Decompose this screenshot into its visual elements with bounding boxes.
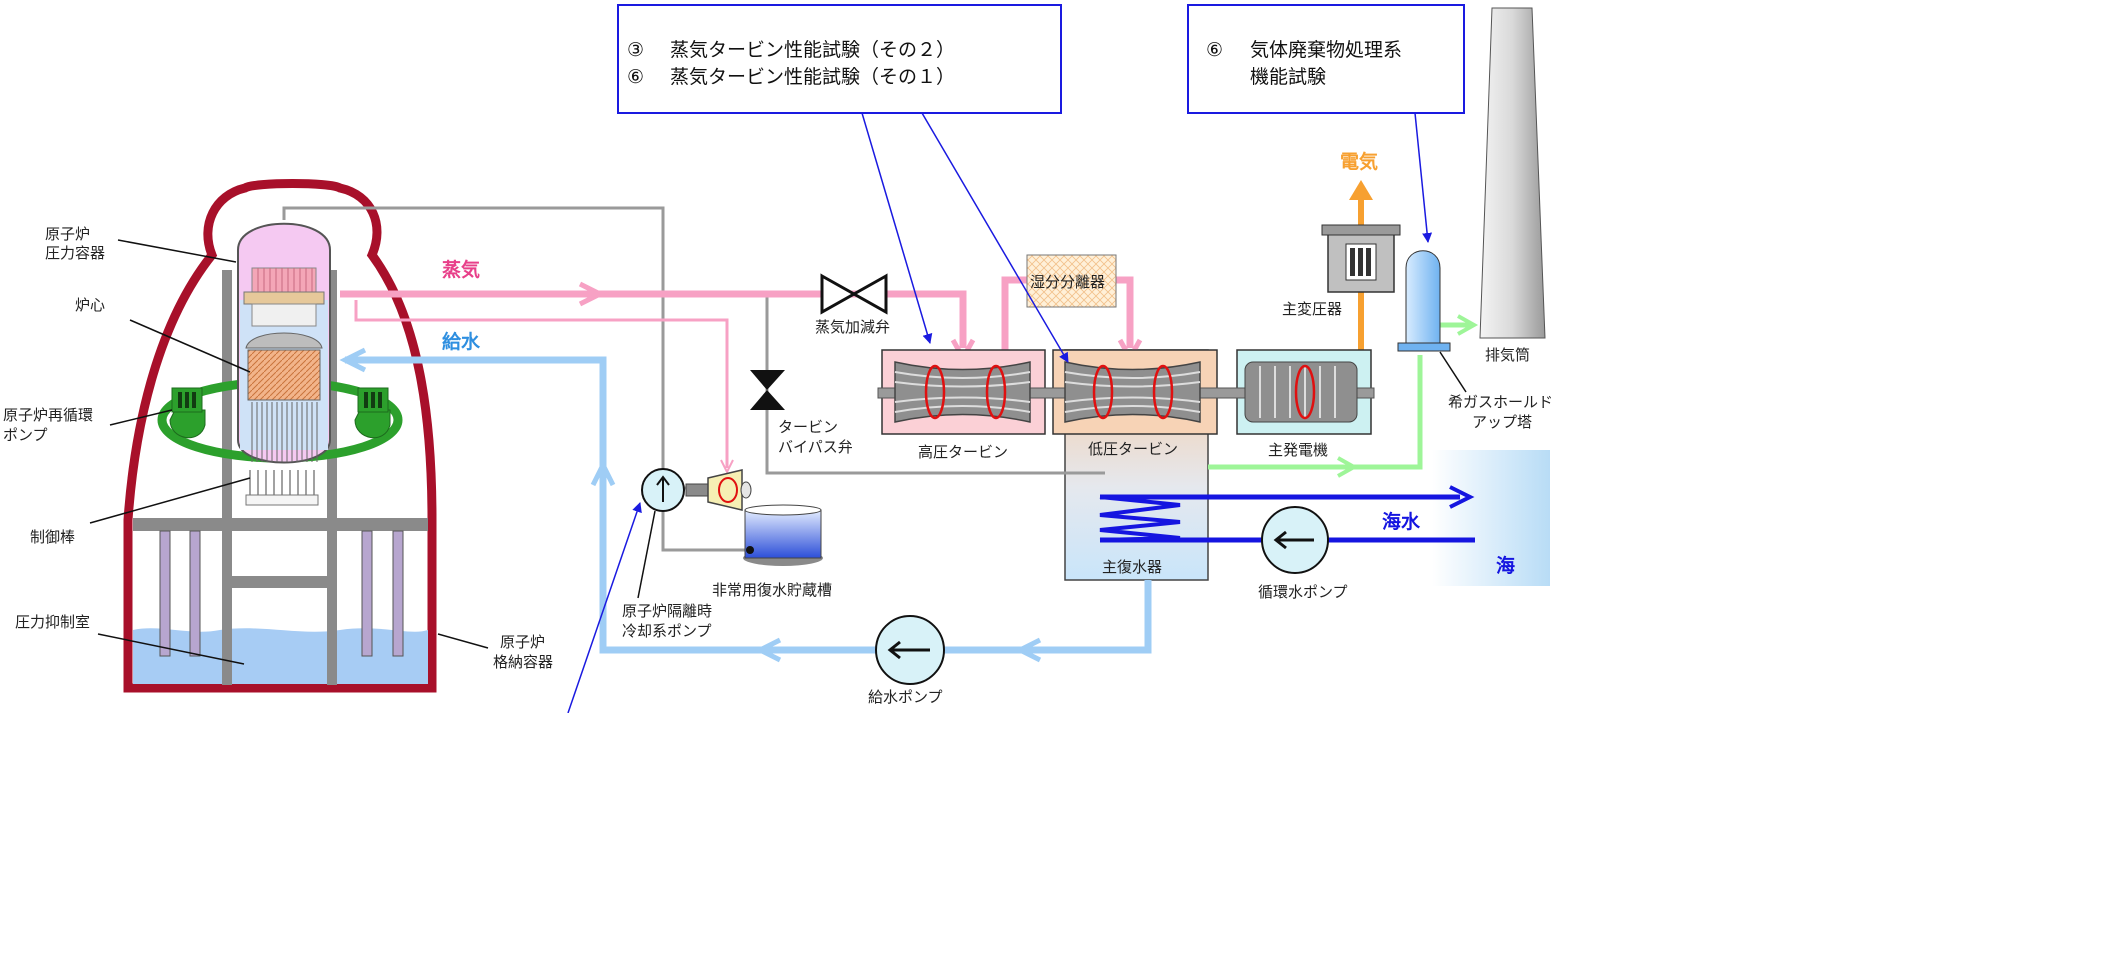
generator-rotor-icon: [1244, 361, 1358, 423]
floor-slab: [133, 518, 428, 531]
label-steam-valve: 蒸気加減弁: [815, 318, 890, 336]
offgas-arrow-2: [1457, 314, 1479, 336]
label-main-transformer: 主変圧器: [1282, 300, 1342, 318]
label-emergency-tank: 非常用復水貯蔵槽: [712, 581, 832, 599]
sea-area: [1432, 450, 1550, 586]
control-rod-drives: [249, 470, 315, 495]
turbine-bypass-valve-icon: [750, 370, 785, 410]
steam-arrow: [578, 281, 606, 307]
suppression-pool: [133, 628, 428, 684]
reactor-core: [247, 349, 321, 401]
rcic-shaft: [685, 483, 709, 497]
label-suppression: 圧力抑制室: [15, 613, 90, 631]
flow-label-seawater: 海水: [1382, 510, 1421, 533]
label-bypass-1: タービン: [778, 418, 838, 436]
label-generator: 主発電機: [1268, 441, 1328, 459]
label-moisture-sep: 湿分分離器: [1030, 273, 1105, 291]
control-rods: [251, 402, 318, 462]
feedwater-arrow-2: [754, 637, 782, 663]
callout-turbine-line2-num: ⑥: [627, 66, 644, 88]
label-pcv-2: 格納容器: [493, 653, 553, 671]
label-rpv-2: 圧力容器: [45, 244, 105, 262]
label-leaders: [89, 239, 1467, 665]
main-transformer-icon: [1321, 224, 1401, 293]
vent-pipes: [159, 530, 404, 657]
callout-turbine-line1-num: ③: [627, 39, 644, 61]
flow-label-electricity: 電気: [1340, 150, 1378, 173]
steam-arrow-rcic: [720, 459, 734, 475]
label-rcic-1: 原子炉隔離時: [622, 602, 712, 620]
exhaust-stack: [1479, 7, 1546, 339]
flow-label-steam: 蒸気: [442, 258, 480, 281]
callout-turbine-line1-text: 蒸気タービン性能試験（その２）: [670, 39, 955, 61]
feedwater-arrow-1: [1014, 637, 1042, 663]
callout-gas-test: [1187, 4, 1465, 114]
feed-pump-icon: [875, 615, 945, 685]
label-feed-pump: 給水ポンプ: [868, 688, 943, 706]
label-bypass-2: バイパス弁: [778, 438, 853, 456]
offgas-arrow-1: [1337, 456, 1359, 478]
label-core: 炉心: [75, 296, 105, 314]
steam-control-valve-icon: [820, 273, 888, 315]
circ-water-pump-icon: [1261, 506, 1329, 574]
crd-platform: [245, 494, 319, 506]
flow-label-sea: 海: [1496, 554, 1515, 577]
label-recirc-2: ポンプ: [3, 426, 48, 444]
flow-label-feedwater: 給水: [442, 330, 481, 353]
callout-gas-line1-text: 気体廃棄物処理系: [1250, 39, 1402, 61]
callout-turbine-line2-text: 蒸気タービン性能試験（その１）: [670, 66, 955, 88]
steam-separators: [243, 267, 325, 327]
label-lp-turbine: 低圧タービン: [1088, 440, 1178, 458]
core-top-dome: [245, 332, 323, 349]
label-condenser: 主復水器: [1102, 558, 1162, 576]
feedwater-lines: [345, 356, 1152, 654]
label-pcv-1: 原子炉: [500, 633, 545, 651]
feedwater-arrow-3: [590, 459, 616, 487]
rcic-turbine-icon: [707, 469, 752, 511]
callout-gas-line1-num: ⑥: [1206, 39, 1223, 61]
label-control-rod: 制御棒: [30, 528, 75, 546]
callout-turbine-test: [617, 4, 1062, 114]
callout-gas-line2-text: 機能試験: [1250, 66, 1326, 88]
label-rcic-2: 冷却系ポンプ: [622, 622, 712, 640]
lp-turbine-rotor-icon: [1064, 361, 1201, 423]
plant-diagram: ③ 蒸気タービン性能試験（その２） ⑥ 蒸気タービン性能試験（その１） ⑥ 気体…: [3, 4, 1553, 713]
emergency-condensate-tank-icon: [743, 504, 823, 566]
seawater-arrow: [1449, 485, 1475, 509]
callout-leaders: [567, 112, 1433, 713]
rcic-pump-icon: [641, 468, 685, 512]
pedestal: [222, 270, 337, 685]
label-circ-pump: 循環水ポンプ: [1258, 583, 1348, 601]
recirc-pump-right-icon: [354, 387, 391, 439]
label-rpv-1: 原子炉: [45, 225, 90, 243]
label-holdup-2: アップ塔: [1472, 413, 1532, 431]
holdup-tower-icon: [1397, 250, 1451, 352]
label-hp-turbine: 高圧タービン: [918, 443, 1008, 461]
label-holdup-1: 希ガスホールド: [1448, 393, 1553, 411]
hp-turbine-rotor-icon: [894, 361, 1031, 423]
feedwater-arrow-4: [339, 347, 367, 373]
label-stack: 排気筒: [1485, 346, 1530, 364]
label-recirc-1: 原子炉再循環: [3, 406, 93, 424]
moisture-separator-box: [1026, 254, 1117, 308]
recirc-pump-left-icon: [169, 387, 206, 439]
electricity-arrow: [1349, 180, 1373, 200]
offgas-lines: [1208, 322, 1470, 470]
